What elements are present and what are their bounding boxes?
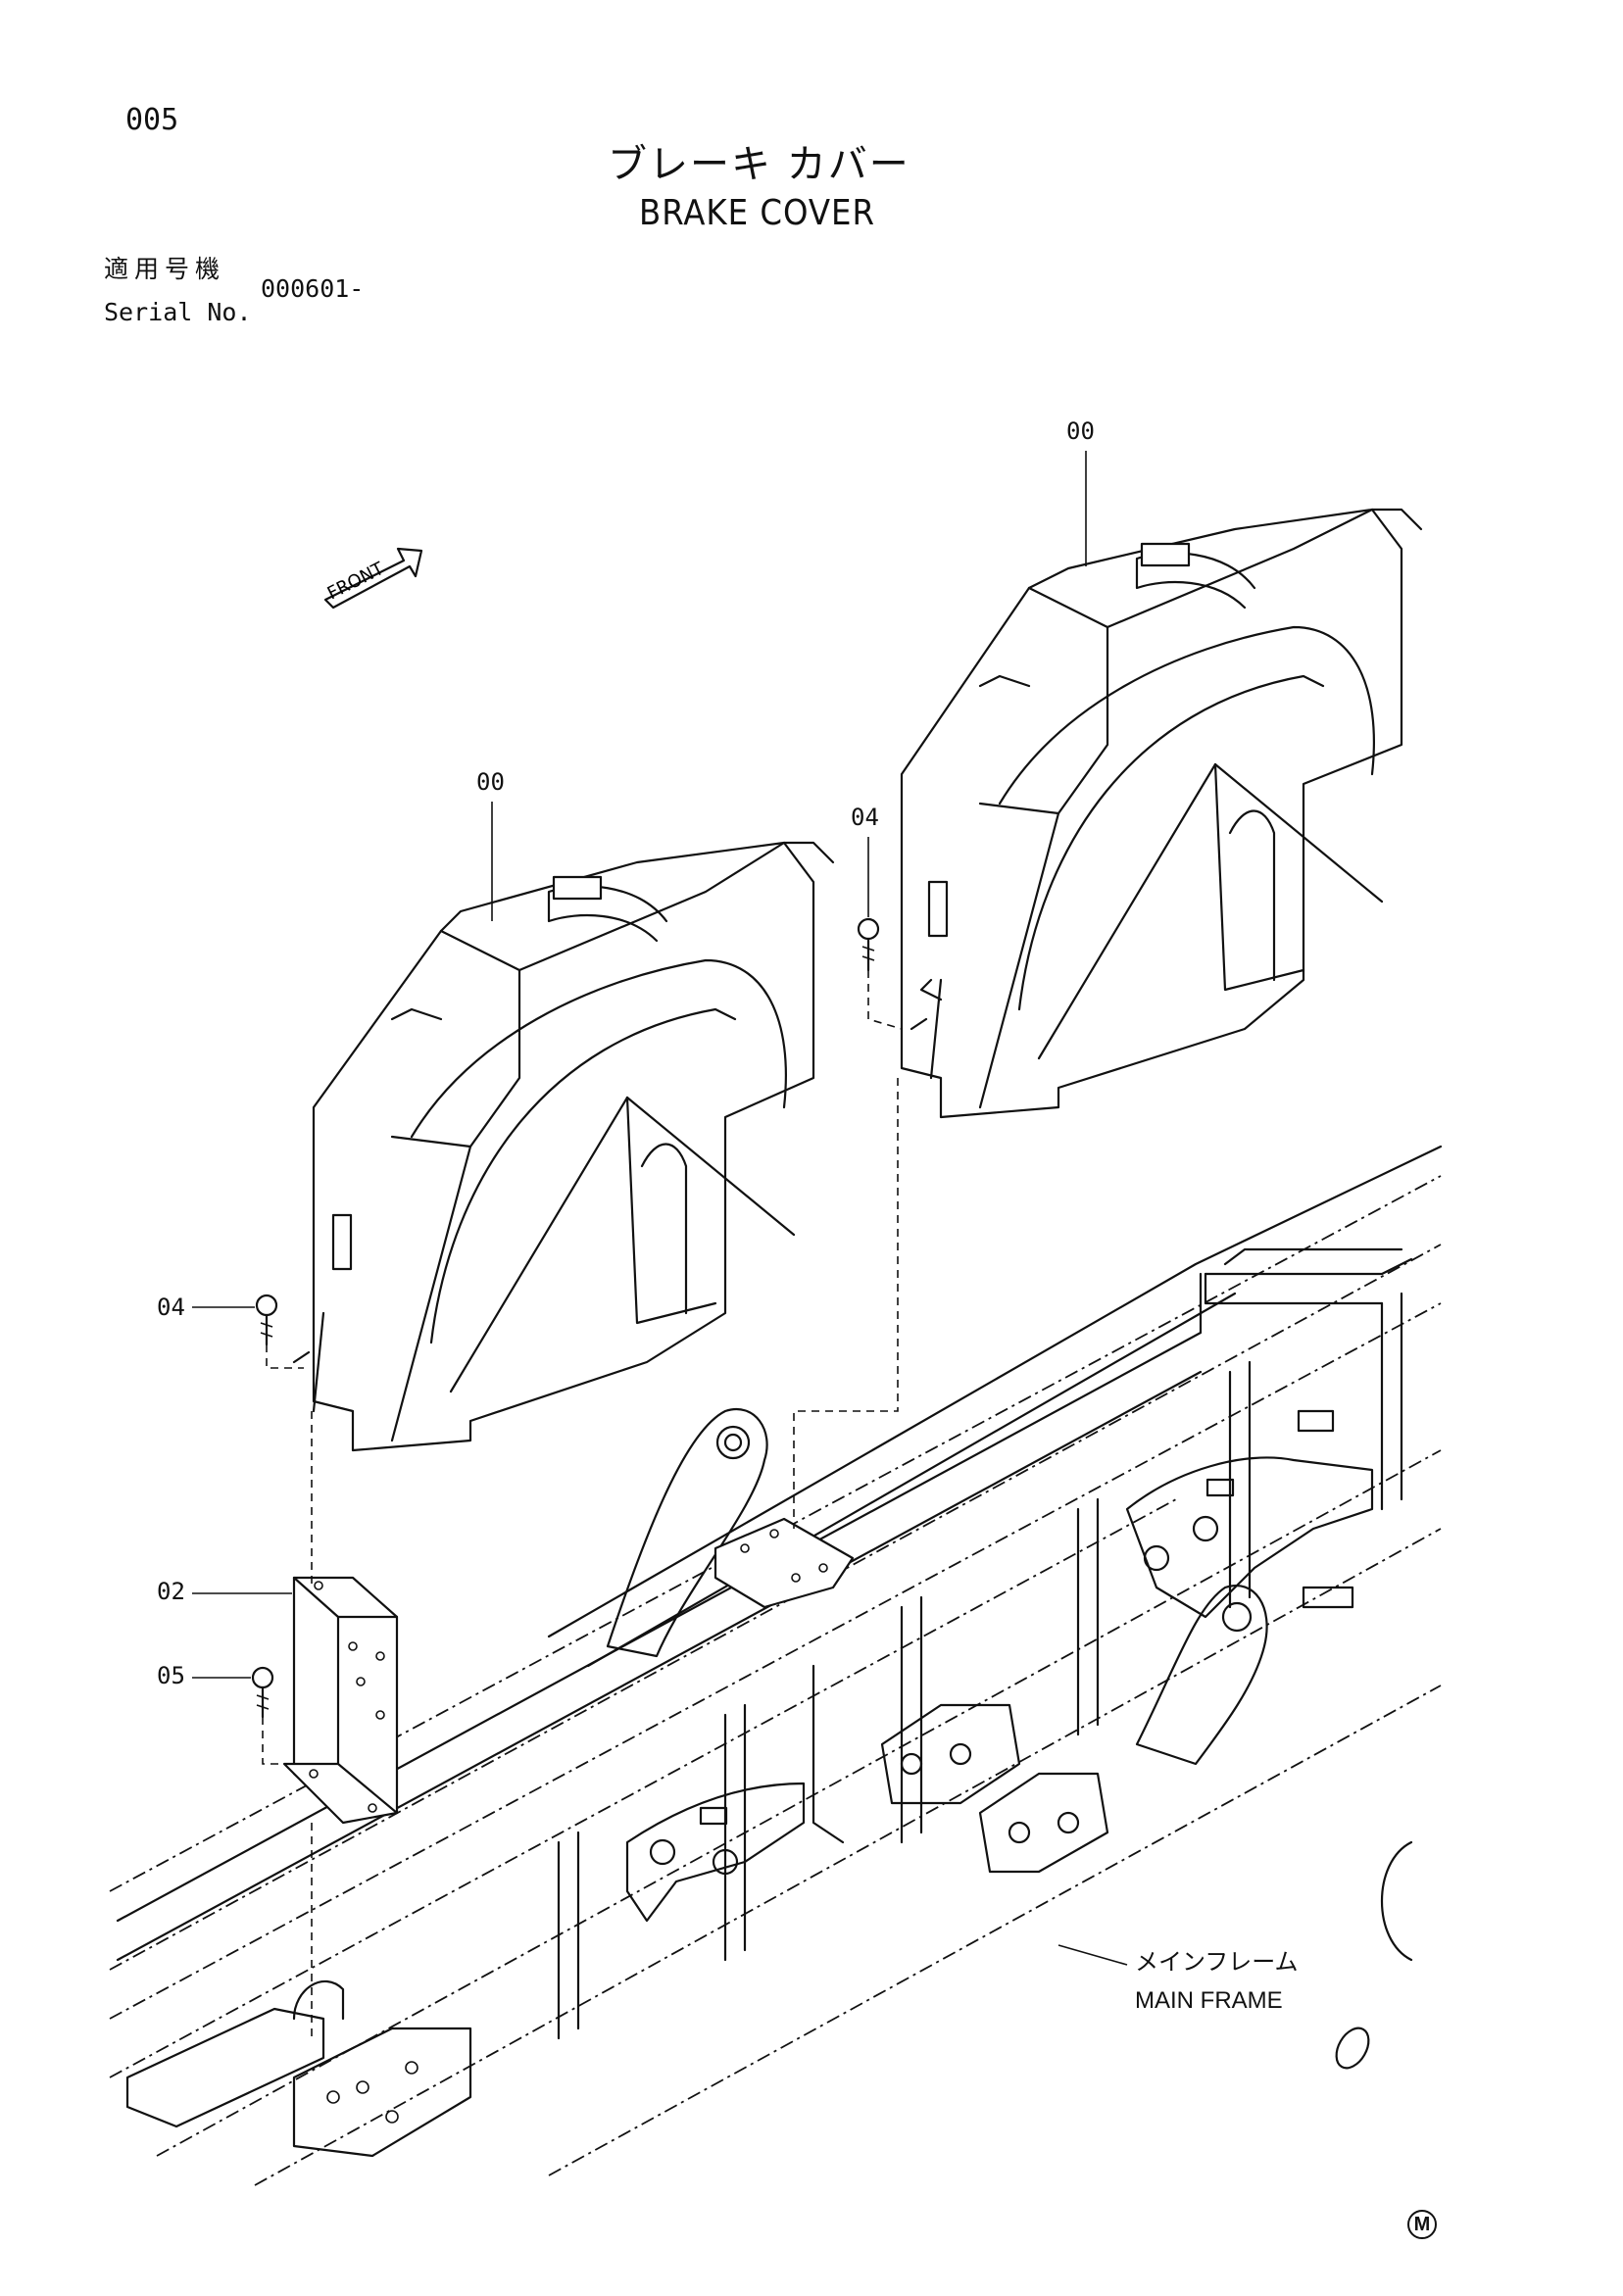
main-frame-label: MAIN FRAME [1135, 1987, 1283, 2014]
page-title: BRAKE COVER [639, 193, 875, 233]
bolt-bracket [251, 1666, 274, 1719]
mounting-plate [713, 1517, 855, 1844]
callout-bracket: 02 [157, 1578, 185, 1605]
callout-bolt-bracket: 05 [157, 1662, 185, 1689]
page-number: 005 [125, 103, 179, 137]
bolt-right [857, 917, 880, 972]
serial-label: Serial No. [104, 298, 252, 326]
front-arrow-label: FRONT [324, 558, 388, 604]
m-mark-icon: M [1407, 2210, 1437, 2239]
brake-cover-right [900, 508, 1423, 1119]
serial-label-japanese: 適用号機 [104, 255, 226, 283]
mounting-bracket [282, 1576, 399, 1825]
bolt-left [255, 1294, 278, 1346]
callout-bolt-left: 04 [157, 1294, 185, 1321]
serial-value: 000601- [261, 274, 365, 303]
page-title-japanese: ブレーキ カバー [608, 142, 910, 187]
main-frame-drawing [109, 1145, 1443, 2186]
callout-bolt-right: 04 [851, 804, 879, 831]
callout-cover-right: 00 [1066, 417, 1095, 445]
main-frame-label-japanese: メインフレーム [1135, 1948, 1299, 1976]
callout-cover-left: 00 [476, 768, 505, 796]
front-arrow-icon: FRONT [324, 547, 423, 610]
brake-cover-left [292, 841, 835, 1452]
